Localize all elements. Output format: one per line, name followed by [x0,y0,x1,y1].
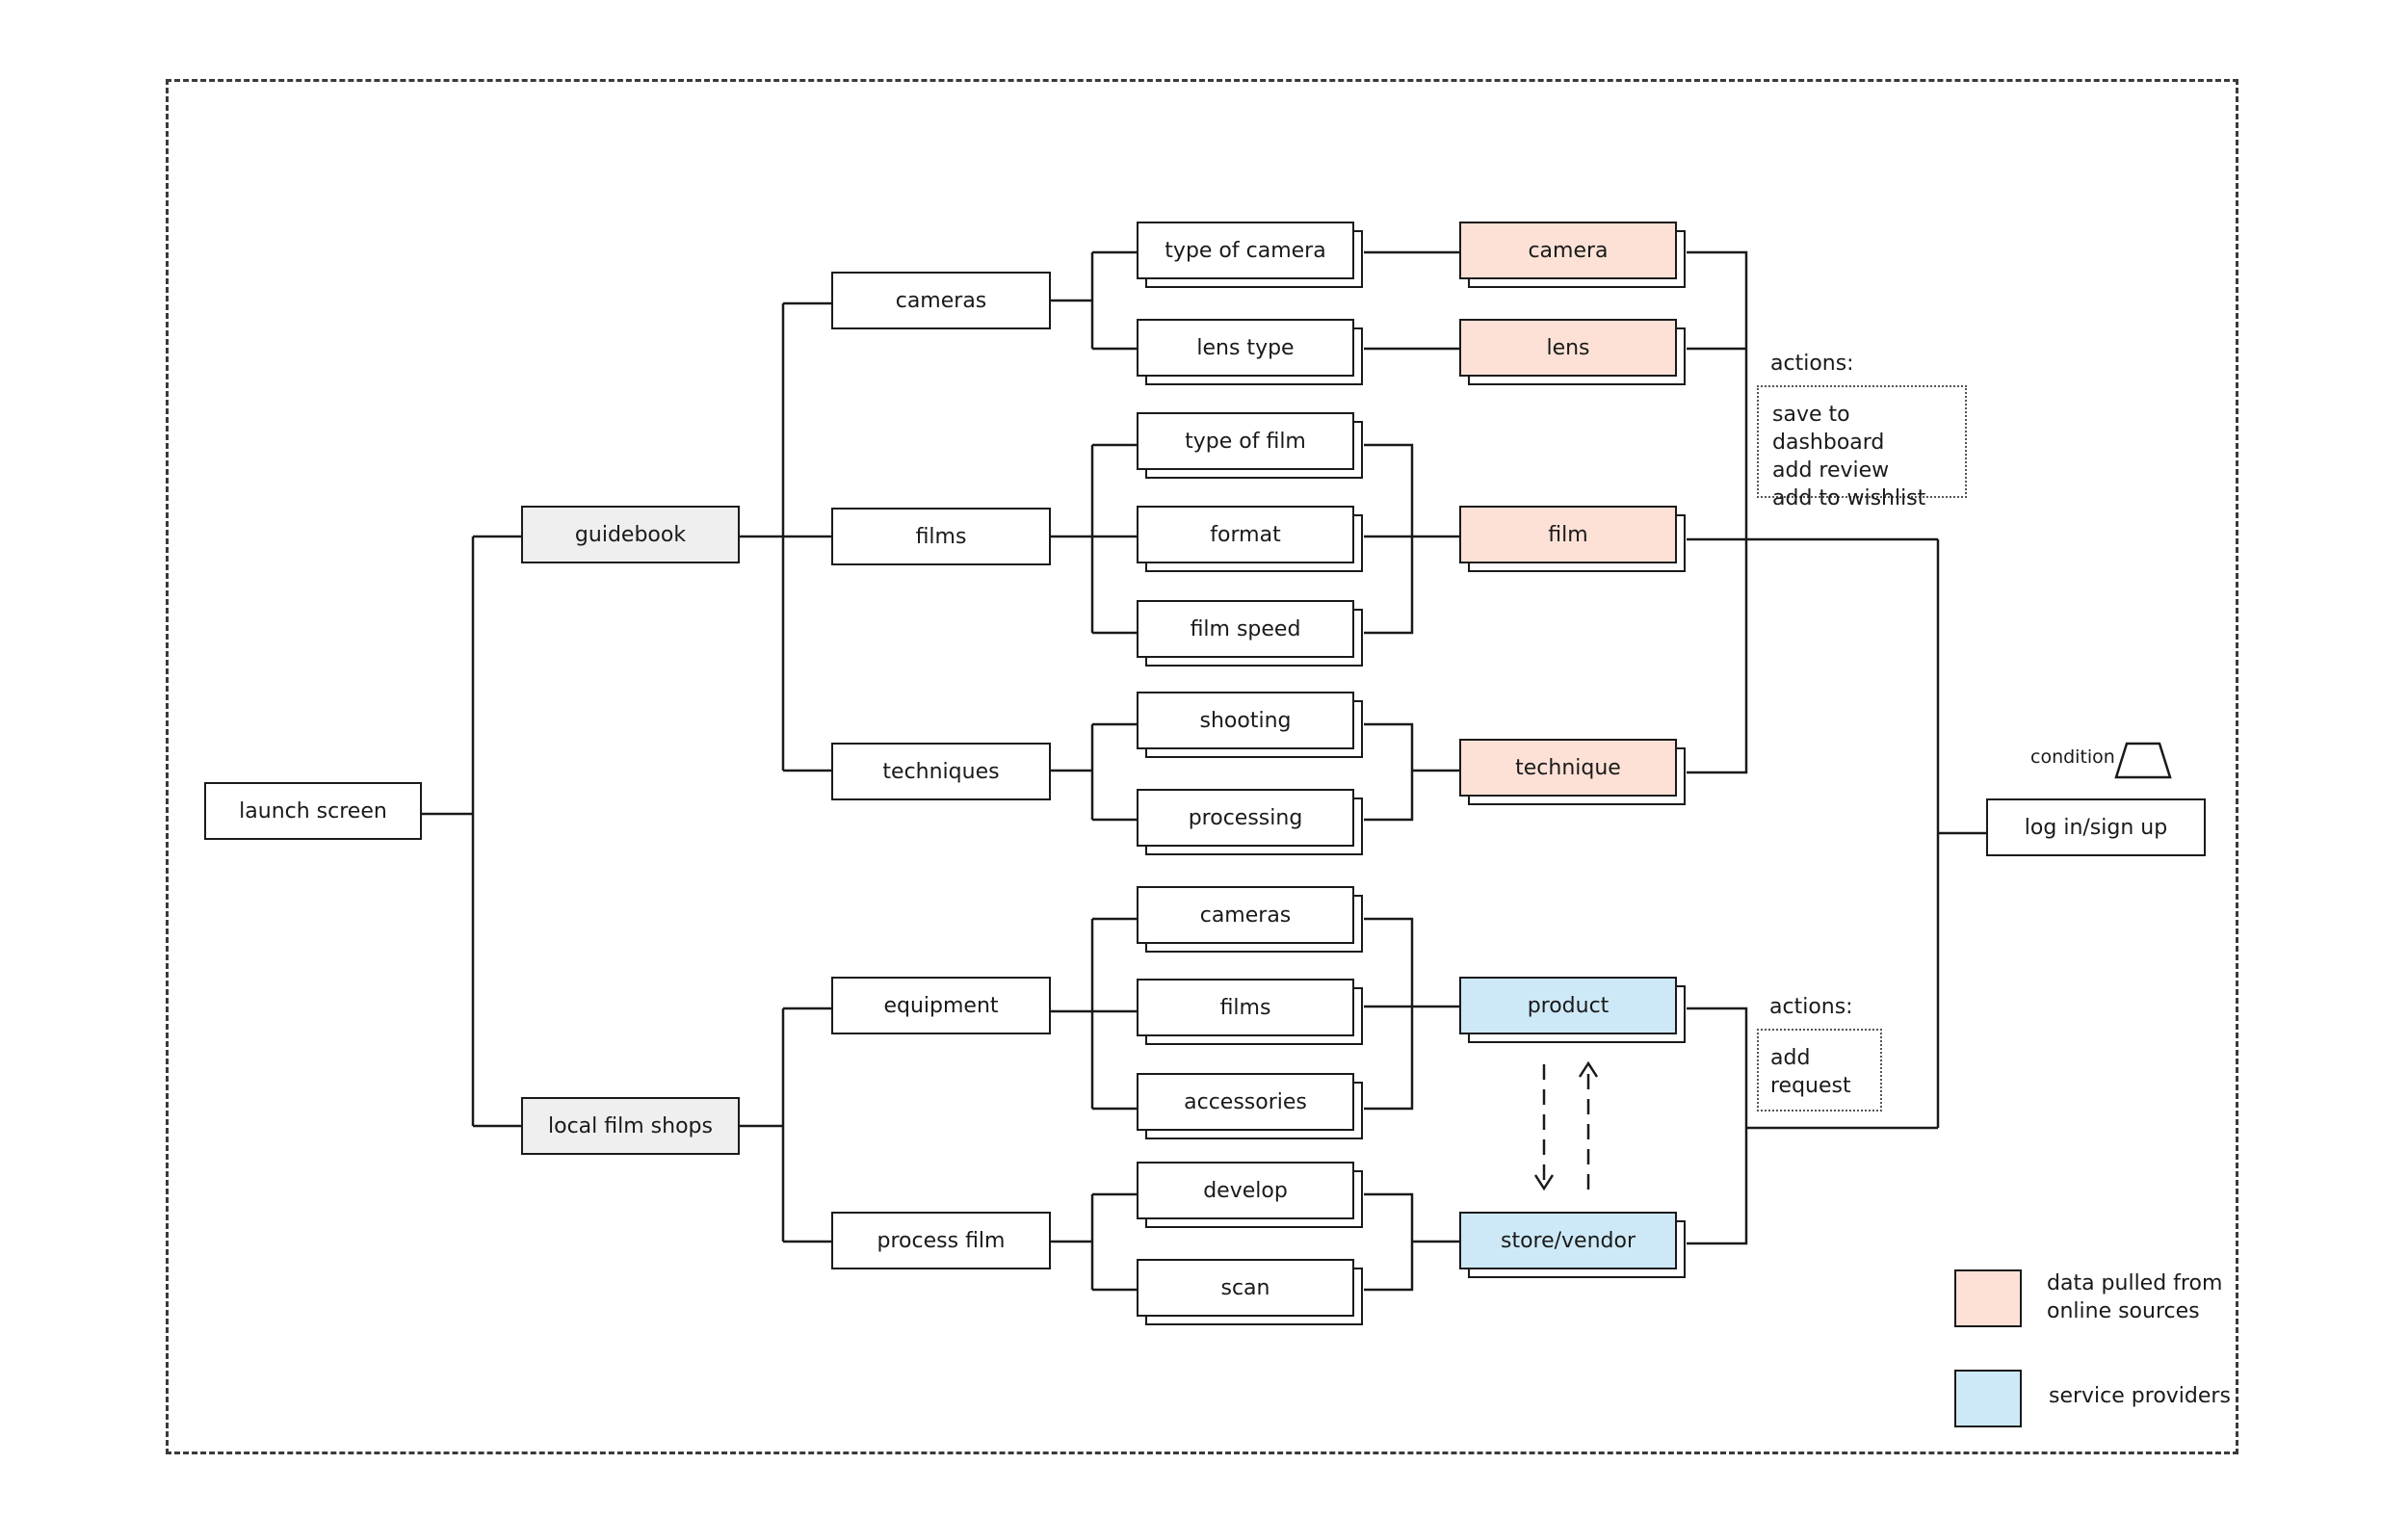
type-of-camera-label: type of camera [1137,222,1354,279]
local-film-shops-node: local film shops [521,1097,740,1155]
lens-page-label: lens [1459,319,1677,377]
type-of-film-node: type of film [1137,412,1363,479]
process-film-node: process film [831,1212,1051,1269]
legend-service-label: service providers [2049,1384,2231,1408]
shop-actions-title: actions: [1769,995,1853,1019]
product-page-node: product [1459,977,1686,1043]
guide-actions-list: save to dashboard add review add to wish… [1757,385,1967,510]
techniques-node: techniques [831,743,1051,800]
format-label: format [1137,506,1354,563]
shop-actions-list: add request [1757,1029,1882,1112]
type-of-film-label: type of film [1137,412,1354,470]
develop-node: develop [1137,1162,1363,1228]
login-signup-node: log in/sign up [1986,798,2206,856]
lens-type-node: lens type [1137,319,1363,385]
films-node: films [831,508,1051,565]
equipment-node: equipment [831,977,1051,1034]
product-page-label: product [1459,977,1677,1034]
legend-online-label: data pulled from online sources [2047,1269,2222,1325]
action-add-review: add review [1772,458,1890,483]
technique-page-label: technique [1459,739,1677,797]
condition-label: condition [2030,746,2115,768]
action-request: request [1770,1074,1851,1098]
equipment-films-node: films [1137,979,1363,1045]
develop-label: develop [1137,1162,1354,1219]
store-vendor-page-label: store/vendor [1459,1212,1677,1269]
diagram-frame [166,79,2238,1454]
film-page-node: film [1459,506,1686,572]
equipment-cameras-label: cameras [1137,886,1354,944]
lens-page-node: lens [1459,319,1686,385]
guide-actions-title: actions: [1770,352,1854,376]
shooting-node: shooting [1137,692,1363,758]
film-page-label: film [1459,506,1677,563]
accessories-label: accessories [1137,1073,1354,1131]
accessories-node: accessories [1137,1073,1363,1139]
camera-page-node: camera [1459,222,1686,288]
legend-service-swatch [1954,1370,2022,1427]
technique-page-node: technique [1459,739,1686,805]
scan-node: scan [1137,1259,1363,1325]
equipment-cameras-node: cameras [1137,886,1363,953]
lens-type-label: lens type [1137,319,1354,377]
film-speed-node: film speed [1137,600,1363,667]
action-save-to-dashboard: save to dashboard [1772,403,1885,455]
legend-online-swatch [1954,1269,2022,1327]
legend-online-line-2: online sources [2047,1299,2200,1323]
format-node: format [1137,506,1363,572]
equipment-films-label: films [1137,979,1354,1036]
guidebook-node: guidebook [521,506,740,563]
camera-page-label: camera [1459,222,1677,279]
action-add-to-wishlist: add to wishlist [1772,486,1926,510]
scan-label: scan [1137,1259,1354,1317]
shooting-label: shooting [1137,692,1354,749]
action-add: add [1770,1046,1811,1070]
processing-label: processing [1137,789,1354,847]
legend-online-line-1: data pulled from [2047,1271,2223,1295]
type-of-camera-node: type of camera [1137,222,1363,288]
launch-screen-node: launch screen [204,782,422,840]
film-speed-label: film speed [1137,600,1354,658]
store-vendor-page-node: store/vendor [1459,1212,1686,1278]
processing-node: processing [1137,789,1363,855]
cameras-node: cameras [831,272,1051,329]
